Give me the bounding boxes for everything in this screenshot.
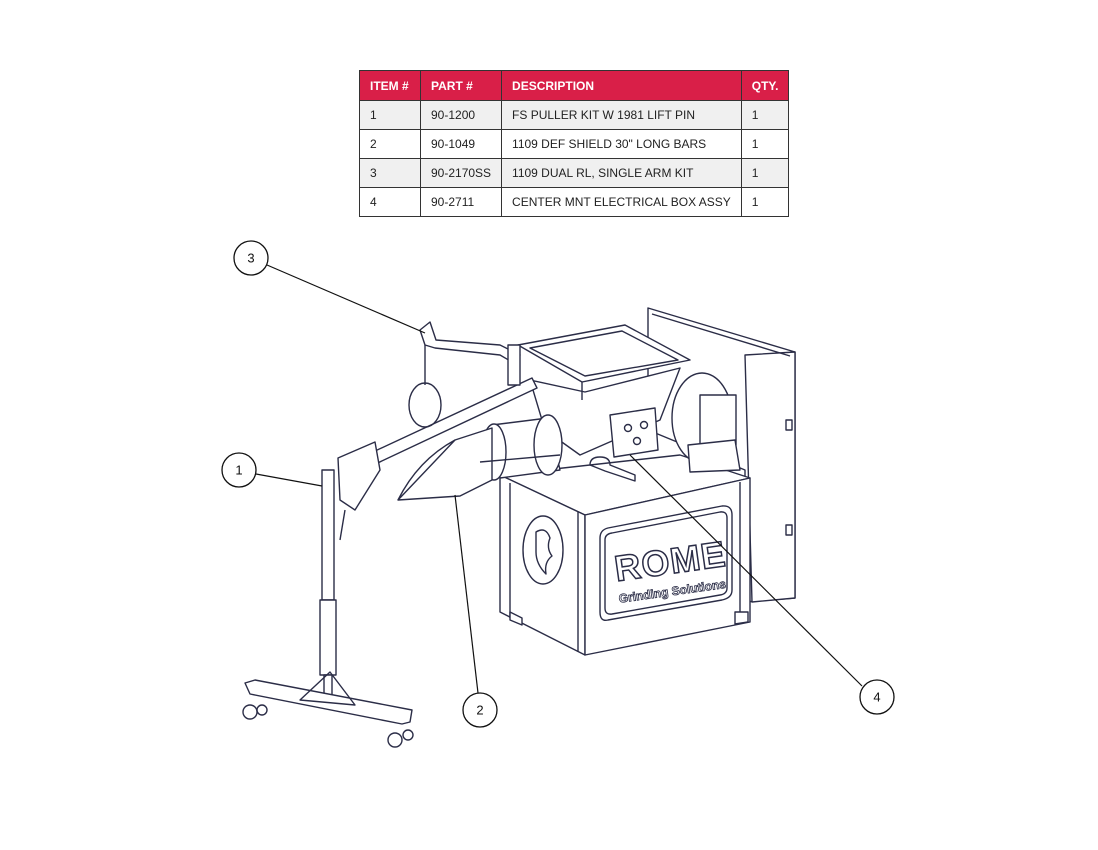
caster-wheel-icon (242, 704, 258, 720)
electrical-box (589, 407, 659, 482)
callout-number: 4 (873, 690, 880, 705)
table-row: 2 90-1049 1109 DEF SHIELD 30" LONG BARS … (359, 129, 790, 159)
cell-qty: 1 (740, 187, 790, 217)
table-row: 4 90-2711 CENTER MNT ELECTRICAL BOX ASSY… (359, 187, 790, 217)
button-icon (639, 420, 649, 430)
table-header-row: ITEM # PART # DESCRIPTION QTY. (359, 70, 790, 101)
button-icon (623, 423, 633, 433)
table-row: 1 90-1200 FS PULLER KIT W 1981 LIFT PIN … (359, 100, 790, 130)
hinge-icon (785, 524, 793, 536)
header-qty: QTY. (740, 70, 790, 101)
cell-description: FS PULLER KIT W 1981 LIFT PIN (501, 100, 742, 130)
header-item: ITEM # (359, 70, 421, 101)
caster-wheel-icon (387, 732, 403, 748)
callout-4: 4 (859, 679, 895, 715)
cell-part: 90-2170SS (419, 158, 503, 188)
cell-qty: 1 (740, 100, 790, 130)
cell-item: 3 (359, 158, 421, 188)
hinge-icon (785, 419, 793, 431)
cell-description: 1109 DUAL RL, SINGLE ARM KIT (501, 158, 742, 188)
cell-part: 90-2711 (419, 187, 503, 217)
spartan-logo-icon (522, 515, 564, 585)
base-cabinet: ROME Grinding Solutions (499, 454, 751, 656)
callout-number: 3 (247, 251, 254, 266)
cell-qty: 1 (740, 158, 790, 188)
button-icon (632, 436, 642, 446)
header-part: PART # (419, 70, 503, 101)
table-row: 3 90-2170SS 1109 DUAL RL, SINGLE ARM KIT… (359, 158, 790, 188)
stand (242, 469, 414, 748)
cell-description: 1109 DEF SHIELD 30" LONG BARS (501, 129, 742, 159)
callout-3: 3 (233, 240, 269, 276)
callout-2: 2 (462, 692, 498, 728)
cell-description: CENTER MNT ELECTRICAL BOX ASSY (501, 187, 742, 217)
cell-item: 4 (359, 187, 421, 217)
puller-arm (337, 321, 538, 541)
callout-number: 1 (235, 463, 242, 478)
motor (671, 372, 741, 473)
callout-leader-lines (255, 264, 863, 694)
callout-1: 1 (221, 452, 257, 488)
parts-table: ITEM # PART # DESCRIPTION QTY. 1 90-1200… (359, 70, 790, 217)
cell-part: 90-1200 (419, 100, 503, 130)
cell-part: 90-1049 (419, 129, 503, 159)
callout-number: 2 (476, 703, 483, 718)
auger-tube (397, 414, 563, 501)
cell-item: 1 (359, 100, 421, 130)
